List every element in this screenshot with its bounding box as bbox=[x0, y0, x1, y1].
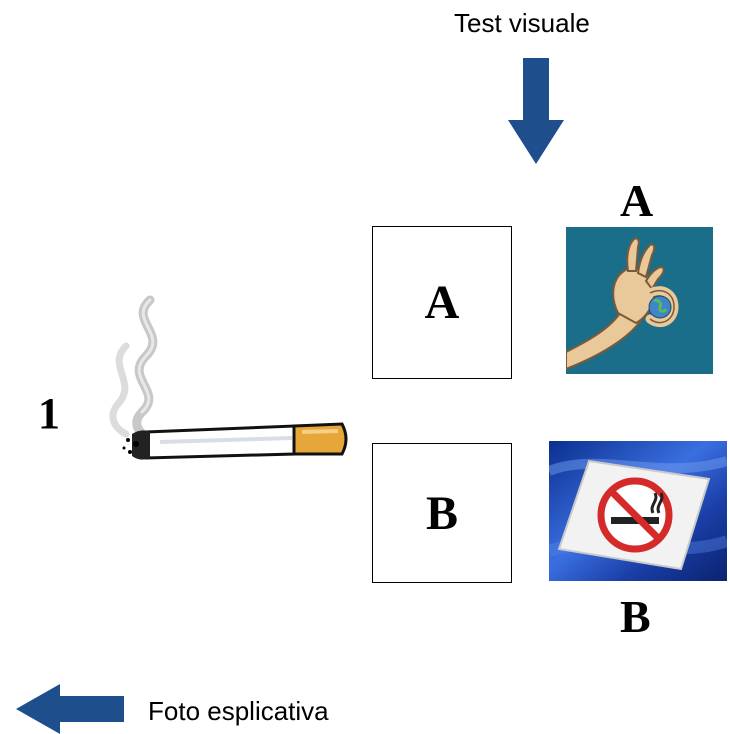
no-smoking-sign-icon bbox=[549, 441, 727, 581]
left-arrow-icon bbox=[16, 684, 124, 734]
image-a-label: A bbox=[620, 175, 654, 226]
test-visuale-label: Test visuale bbox=[454, 8, 590, 38]
choice-box-b[interactable]: B bbox=[372, 443, 512, 583]
image-b-label: B bbox=[620, 591, 651, 642]
choice-box-a-label: A bbox=[424, 276, 460, 329]
foto-esplicativa-label: Foto esplicativa bbox=[148, 696, 329, 726]
choice-box-a[interactable]: A bbox=[372, 226, 512, 379]
trial-number: 1 bbox=[38, 389, 60, 438]
down-arrow-icon bbox=[508, 58, 564, 164]
choice-box-b-label: B bbox=[425, 486, 458, 540]
cigarette-icon bbox=[109, 295, 348, 460]
ok-hand-globe-icon bbox=[566, 227, 713, 374]
